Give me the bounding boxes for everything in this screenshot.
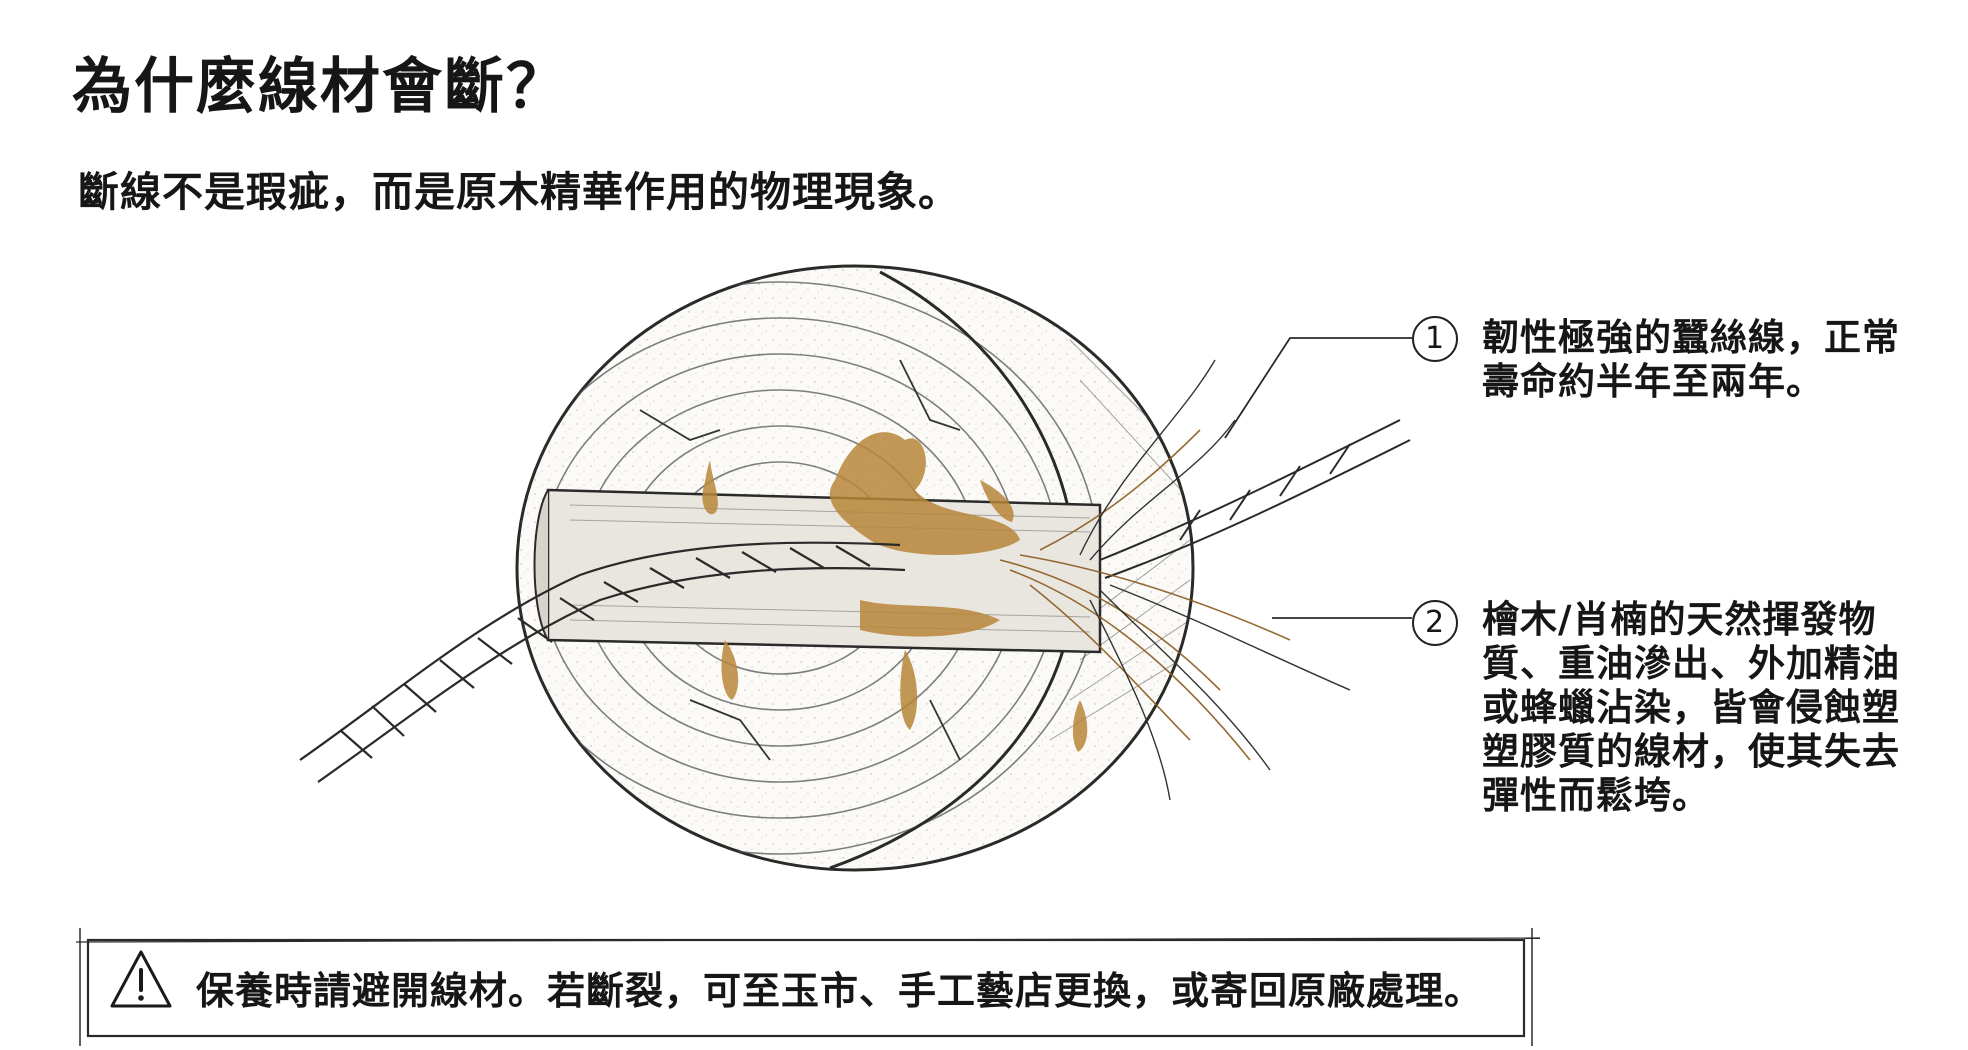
page-subtitle: 斷線不是瑕疵，而是原木精華作用的物理現象。 xyxy=(78,168,960,216)
leader-lines xyxy=(1224,337,1412,619)
oil-stains xyxy=(702,432,1088,752)
silk-cord-intact xyxy=(299,541,906,783)
warning-frame xyxy=(75,928,1541,1046)
warning-triangle-icon xyxy=(110,950,172,1008)
warning-message: 保養時請避開線材。若斷裂，可至玉市、手工藝店更換，或寄回原廠處理。 xyxy=(196,969,1484,1013)
silk-cord-frayed xyxy=(999,359,1411,801)
callout-text-1: 韌性極強的蠶絲線，正常壽命約半年至兩年。 xyxy=(1482,316,1900,403)
callout-number-2: 2 xyxy=(1412,600,1458,646)
callout-number-1: 1 xyxy=(1412,316,1458,362)
page-title: 為什麼線材會斷？ xyxy=(72,52,568,122)
callout-text-2: 檜木/肖楠的天然揮發物質、重油滲出、外加精油或蜂蠟沾染，皆會侵蝕塑塑膠質的線材，… xyxy=(1482,598,1900,817)
